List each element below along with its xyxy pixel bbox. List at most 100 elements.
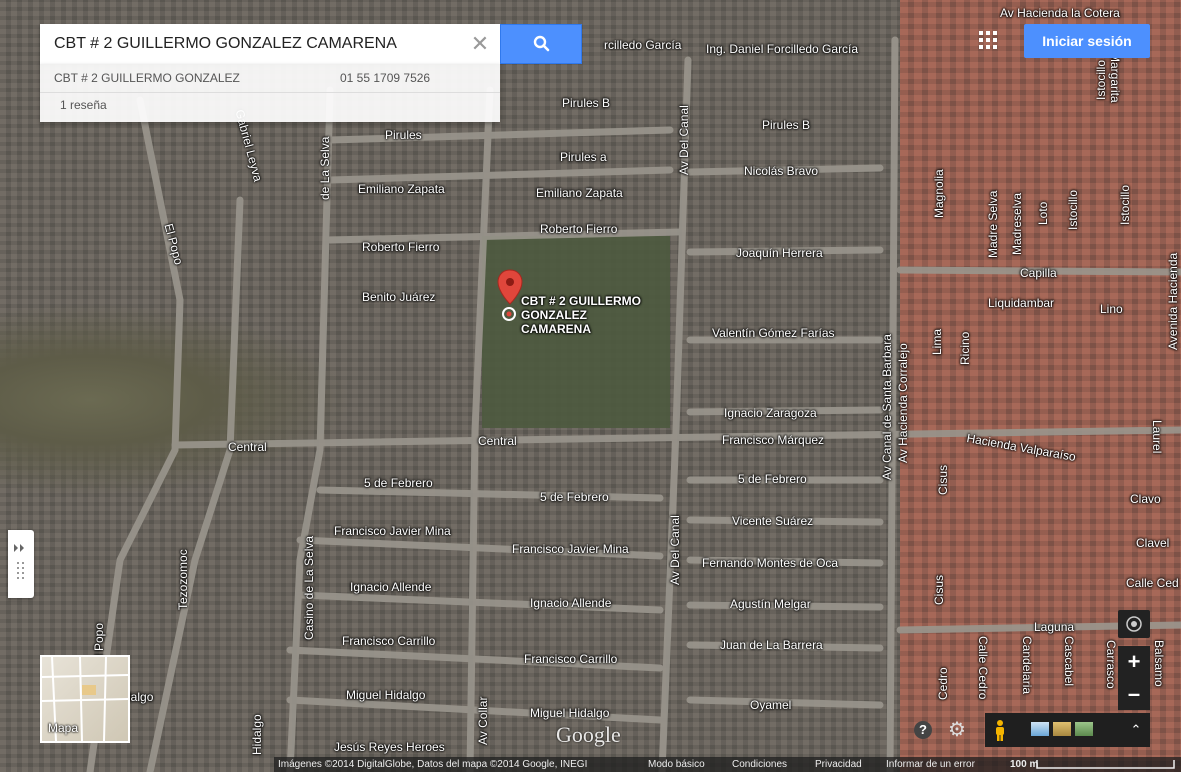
search-input[interactable] (40, 24, 480, 64)
street-label: Av Collar (476, 696, 490, 745)
street-label: Pirules (385, 128, 422, 142)
gear-icon[interactable]: ⚙ (948, 719, 966, 741)
street-label: rcilledo García (604, 38, 682, 52)
street-label: Tezozomoc (176, 549, 190, 610)
search-box: ✕ (40, 24, 500, 64)
street-label: Liquidambar (988, 296, 1055, 310)
attribution: Imágenes ©2014 DigitalGlobe, Datos del m… (278, 759, 588, 770)
street-label: Av Del Canal (677, 105, 691, 175)
compass-button[interactable] (1118, 610, 1150, 638)
chevron-up-icon[interactable]: ⌃ (1130, 722, 1142, 737)
report-error-link[interactable]: Informar de un error (886, 759, 975, 770)
street-label: Roberto Fierro (540, 222, 618, 236)
google-logo: Google (556, 722, 621, 747)
result-name: CBT # 2 GUILLERMO GONZALEZ (54, 71, 240, 85)
search-result[interactable]: CBT # 2 GUILLERMO GONZALEZ 01 55 1709 75… (40, 64, 500, 122)
street-label: Laguna (1034, 620, 1075, 634)
street-label: Av Del Canal (668, 515, 682, 585)
expand-panel-button[interactable] (8, 530, 34, 598)
street-label: Francisco Carrillo (524, 652, 618, 666)
street-label: Central (228, 440, 267, 454)
street-label: Ignacio Zaragoza (724, 406, 817, 420)
street-label: Pirules a (560, 150, 607, 164)
map-footer: Imágenes ©2014 DigitalGlobe, Datos del m… (274, 757, 1181, 772)
street-label: Clavo (1130, 492, 1161, 506)
street-label: 5 de Febrero (738, 472, 807, 486)
street-label: Cedro (936, 667, 950, 700)
street-label: Lima (930, 328, 944, 355)
imagery-tray: ⌃ (985, 713, 1150, 747)
street-label: Joaquín Herrera (736, 246, 823, 260)
street-label: Laurel (1150, 420, 1164, 454)
close-icon[interactable]: ✕ (470, 31, 490, 56)
pegman-icon[interactable] (993, 719, 1007, 741)
divider (40, 92, 500, 93)
street-label: Ing. Daniel Forcilledo García (706, 42, 859, 56)
street-label: Clavel (1136, 536, 1170, 550)
imagery-tile[interactable] (1031, 722, 1049, 736)
zoom-out-button[interactable]: – (1118, 678, 1150, 710)
street-label: Av Canal de Santa Barbara (880, 334, 894, 480)
map-view-toggle[interactable]: Mapa (40, 655, 130, 743)
expand-panel-icon (14, 544, 24, 579)
imagery-tile[interactable] (1075, 722, 1093, 736)
result-phone: 01 55 1709 7526 (340, 71, 431, 85)
street-label: Francisco Javier Mina (334, 524, 451, 538)
street-label: de La Selva (318, 136, 332, 200)
street-label: Oyamel (750, 698, 792, 712)
street-label: Istocillo (1094, 59, 1108, 100)
street-label: Jesús Reyes Heroes (334, 740, 445, 754)
privacy-link[interactable]: Privacidad (815, 759, 862, 770)
map-pin-icon[interactable] (496, 268, 524, 322)
street-label: Madreselva (1010, 192, 1024, 255)
street-label: Agustín Melgar (730, 597, 811, 611)
street-label: Francisco Márquez (722, 433, 825, 447)
signin-button[interactable]: Iniciar sesión (1024, 24, 1150, 58)
residential-block-east (900, 0, 1181, 772)
zoom-in-button[interactable]: + (1118, 646, 1150, 678)
street-label: Ricino (958, 331, 972, 365)
result-reviews[interactable]: 1 reseña (60, 98, 107, 112)
street-label: Benito Juárez (362, 290, 436, 304)
street-label: Vicente Suárez (732, 514, 814, 528)
street-label: Cascabel (1062, 636, 1076, 687)
help-icon[interactable]: ? (914, 721, 932, 739)
street-label: Emiliano Zapata (358, 182, 445, 196)
street-label: Juan de La Barrera (720, 638, 823, 652)
thumbnail-label: Mapa (48, 721, 79, 735)
apps-grid-icon[interactable] (979, 31, 997, 49)
compass-icon (1126, 616, 1142, 632)
street-label: Loto (1036, 201, 1050, 225)
street-label: Emiliano Zapata (536, 186, 623, 200)
street-label: Av Hacienda la Cotera (1000, 6, 1120, 20)
scale-bar (1036, 760, 1175, 769)
street-label: Roberto Fierro (362, 240, 440, 254)
street-label: Casino de La Selva (302, 535, 316, 640)
street-label: Lino (1100, 302, 1123, 316)
street-label: Pirules B (562, 96, 611, 110)
street-label: Candelaria (1020, 636, 1034, 695)
search-button[interactable] (500, 24, 582, 64)
street-label: Avenida Hacienda (1166, 252, 1180, 350)
street-label: Magnolia (932, 169, 946, 218)
street-label: Cisus (932, 574, 946, 605)
street-label: Miguel Hidalgo (530, 706, 610, 720)
school-grounds (482, 236, 670, 428)
street-label: 5 de Febrero (364, 476, 433, 490)
search-icon (533, 35, 550, 52)
terms-link[interactable]: Condiciones (732, 759, 788, 770)
street-label: Cisus (936, 464, 950, 495)
street-label: Ignacio Allende (530, 596, 612, 610)
street-label: Nicolás Bravo (744, 164, 819, 178)
street-label: Calle Ced (1126, 576, 1179, 590)
basic-mode-link[interactable]: Modo básico (648, 759, 705, 770)
place-label[interactable]: CBT # 2 GUILLERMO GONZALEZ CAMARENA (521, 294, 641, 336)
street-label: Fernando Montes de Oca (702, 556, 839, 570)
street-label: Francisco Javier Mina (512, 542, 629, 556)
street-label: Istocillo (1066, 189, 1080, 230)
place-label-line: CAMARENA (521, 322, 591, 336)
street-label: Calle Cedro (976, 636, 990, 700)
imagery-tile[interactable] (1053, 722, 1071, 736)
street-label: Istocillo (1118, 184, 1132, 225)
